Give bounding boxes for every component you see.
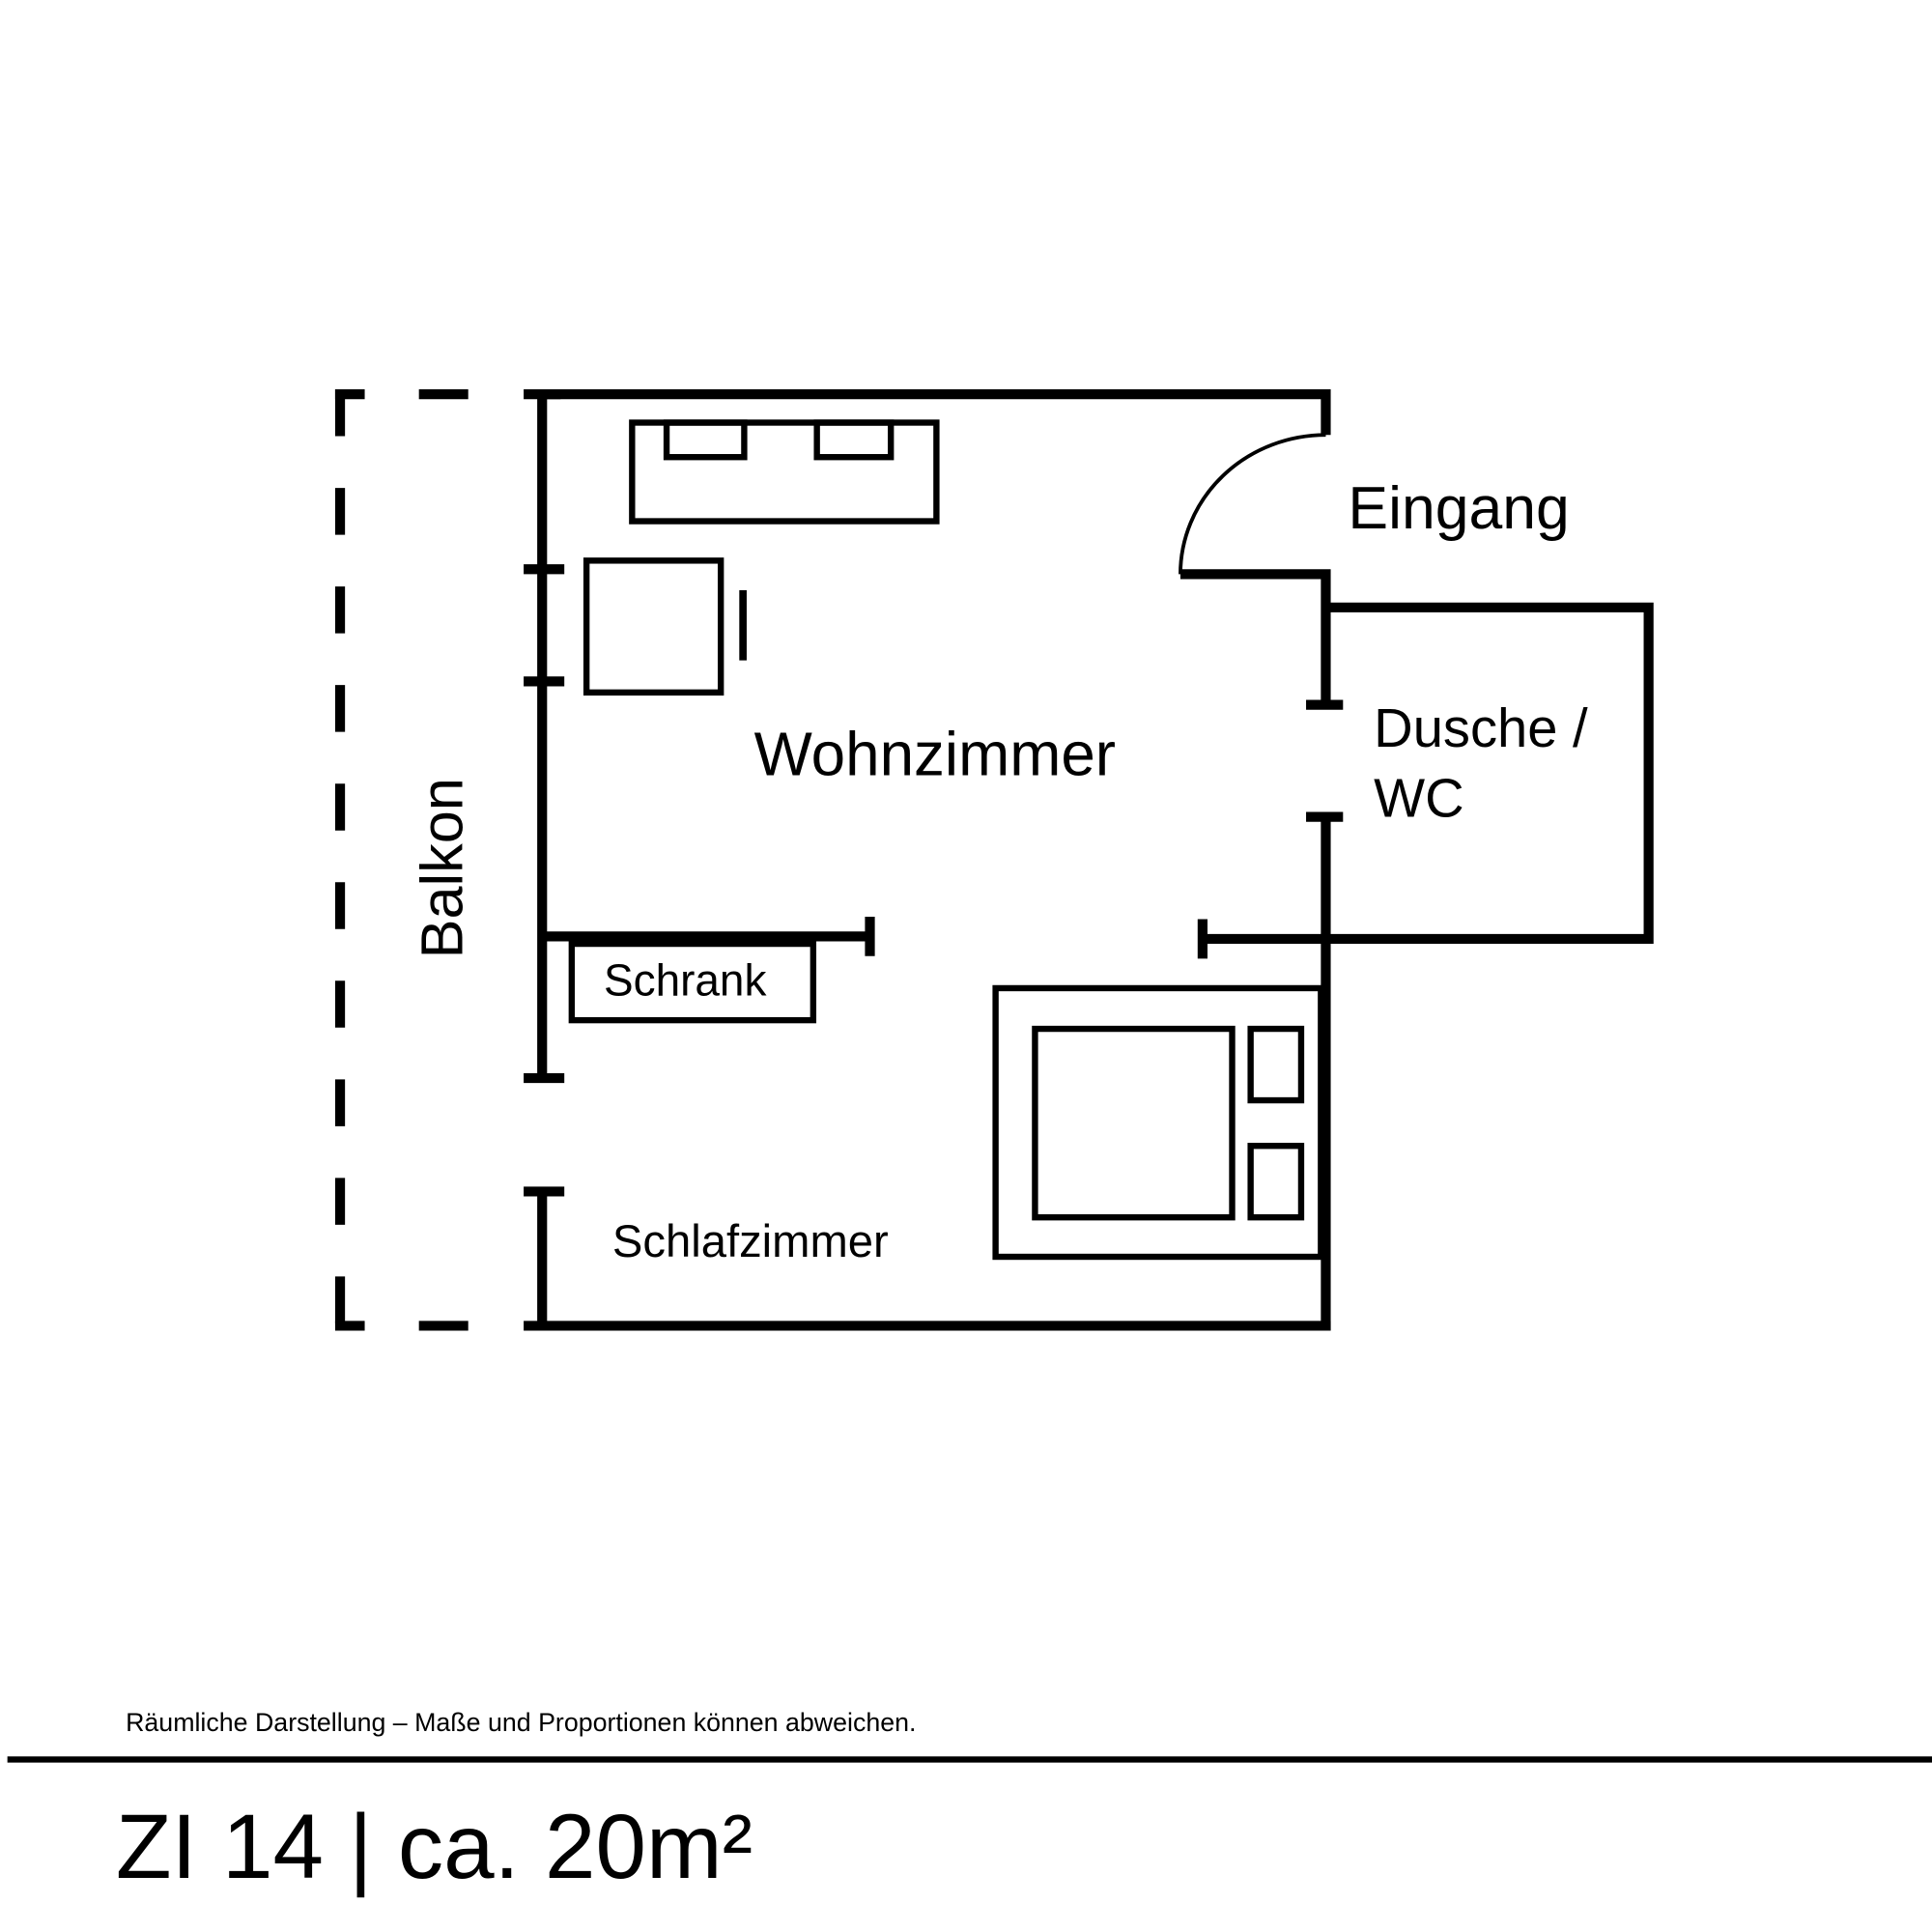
label-wardrobe: Schrank — [604, 955, 767, 1006]
wardrobe — [568, 940, 817, 1024]
disclaimer: Räumliche Darstellung – Maße und Proport… — [126, 1708, 916, 1737]
label-living-room: Wohnzimmer — [754, 719, 1116, 788]
sofa — [629, 419, 940, 525]
balcony-outline — [334, 389, 469, 1331]
nightstand — [1247, 1143, 1305, 1221]
label-bedroom: Schlafzimmer — [612, 1216, 889, 1267]
walls — [524, 389, 1654, 1331]
bed — [1032, 1025, 1236, 1221]
table — [582, 557, 724, 696]
nightstand — [1247, 1025, 1305, 1104]
entrance-door-swing — [1179, 433, 1326, 575]
label-balcony: Balkon — [409, 778, 474, 958]
label-entrance: Eingang — [1348, 474, 1569, 542]
label-shower-2: WC — [1374, 768, 1463, 829]
plan-title: ZI 14 | ca. 20m² — [116, 1797, 753, 1898]
label-shower-1: Dusche / — [1374, 697, 1588, 758]
bed-area — [992, 984, 1324, 1261]
